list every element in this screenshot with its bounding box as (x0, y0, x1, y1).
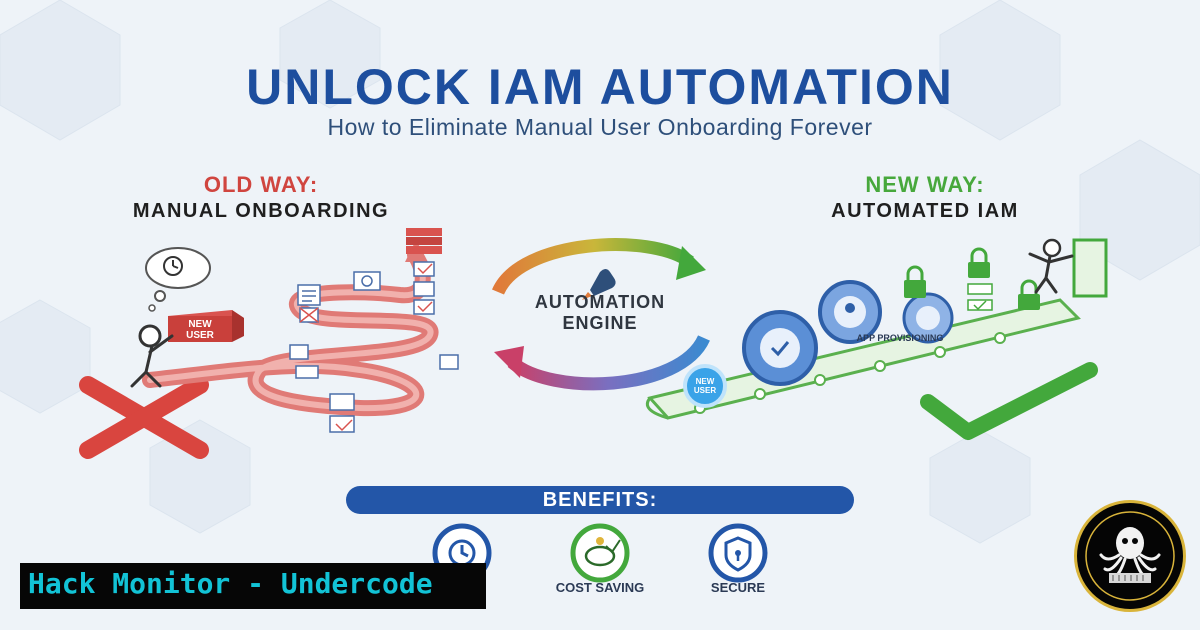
red-x-icon (79, 376, 209, 459)
shield-lock-icon (708, 523, 768, 583)
old-way-heading: OLD WAY: MANUAL ONBOARDING (96, 172, 426, 223)
new-way-heading: NEW WAY: AUTOMATED IAM (790, 172, 1060, 223)
person-carrying-box-icon (130, 324, 174, 388)
document-icons (289, 261, 459, 433)
svg-text:USER: USER (694, 386, 716, 395)
svg-text:NEW: NEW (696, 377, 715, 386)
app-provisioning-label: APP PROVISIONING (857, 333, 944, 343)
automation-engine-label: AUTOMATION ENGINE (500, 292, 700, 334)
cycle-arrows-icon (492, 238, 710, 391)
new-user-box: NEW USER (168, 310, 244, 342)
svg-text:USER: USER (186, 330, 215, 341)
octopus-logo-badge (1074, 500, 1186, 612)
stacked-files-icon (406, 228, 442, 254)
thought-cloud-clock-icon (145, 247, 211, 312)
new-user-bubble: NEW USER (683, 364, 727, 408)
engine-line2: ENGINE (562, 313, 638, 333)
brand-text: Hack Monitor - Undercode (28, 567, 433, 600)
octopus-logo-icon (1085, 511, 1175, 601)
page-title: UNLOCK IAM AUTOMATION (246, 59, 954, 115)
gear-icons (742, 280, 954, 386)
lock-icons (904, 247, 1040, 310)
automated-iam-label: AUTOMATED IAM (831, 200, 1019, 222)
new-user-box-label: NEW (188, 319, 212, 330)
person-exiting-door-icon (1028, 238, 1108, 298)
benefit-label-cost-saving: COST SAVING (555, 580, 645, 595)
rocket-icon (582, 269, 616, 300)
piggy-bank-icon (570, 523, 630, 583)
manual-onboarding-label: MANUAL ONBOARDING (132, 200, 390, 222)
new-way-label: NEW WAY: (865, 172, 985, 197)
check-boxes (967, 283, 993, 311)
old-way-label: OLD WAY: (203, 172, 319, 197)
benefits-heading: BENEFITS: (346, 486, 854, 514)
engine-line1: AUTOMATION (534, 292, 666, 312)
benefit-label-secure: SECURE (710, 580, 766, 595)
green-checkmark-icon (920, 362, 1098, 440)
page-subtitle: How to Eliminate Manual User Onboarding … (327, 114, 873, 140)
brand-banner: Hack Monitor - Undercode (20, 563, 486, 609)
